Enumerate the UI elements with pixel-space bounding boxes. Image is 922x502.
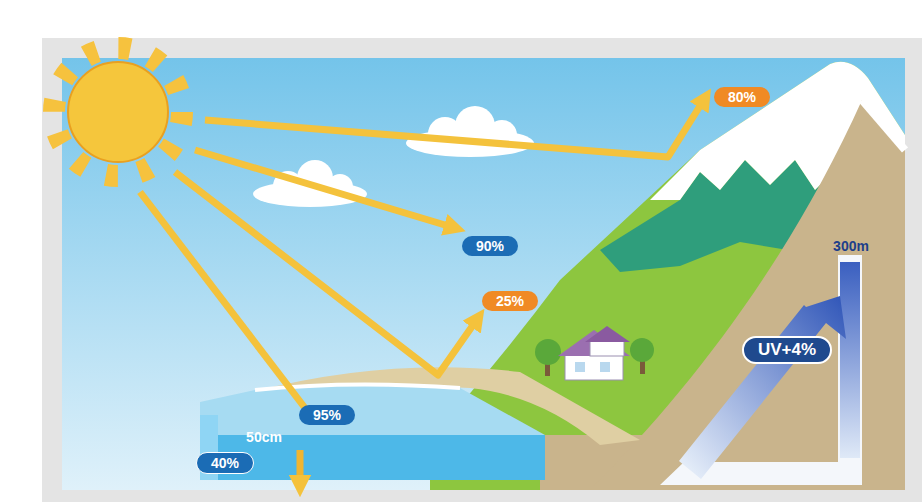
- ray-line: [140, 192, 305, 408]
- percent-value: 80%: [728, 89, 756, 105]
- reflection-arrow: [175, 172, 478, 375]
- reflection-arrow: [205, 98, 705, 157]
- house: [535, 326, 654, 380]
- uv-badge: UV+4%: [742, 336, 832, 364]
- water-surface: [200, 384, 545, 435]
- percent-value: 40%: [211, 455, 239, 471]
- tree-trunk: [640, 360, 645, 374]
- cloud: [406, 106, 534, 157]
- window: [600, 362, 610, 372]
- house-upper: [590, 340, 624, 356]
- sun-disc: [68, 62, 168, 162]
- window: [575, 362, 585, 372]
- percent-badge: 95%: [299, 405, 355, 425]
- percent-value: 25%: [496, 293, 524, 309]
- percent-value: 95%: [313, 407, 341, 423]
- percent-value: UV+4%: [758, 340, 816, 359]
- tree: [630, 338, 654, 362]
- uv-altitude: [660, 255, 862, 485]
- sun: [54, 48, 182, 176]
- snow-section: [862, 100, 905, 150]
- percent-badge: 80%: [714, 87, 770, 107]
- sun-rays-ring: [54, 48, 182, 176]
- house-roof: [558, 330, 630, 356]
- penetration-arrow: [297, 450, 304, 486]
- clouds: [253, 106, 534, 207]
- ground-section: [590, 100, 905, 490]
- altitude-frame: [660, 255, 862, 485]
- percent-badge: 25%: [482, 291, 538, 311]
- altitude-label: 300m: [833, 238, 869, 254]
- house-roof: [585, 326, 630, 342]
- uv-arrow: [679, 296, 846, 479]
- percent-value: 90%: [476, 238, 504, 254]
- sun-rays: [140, 98, 705, 486]
- percent-badge: 90%: [462, 236, 518, 256]
- frame: [42, 38, 922, 502]
- percent-badge: 40%: [196, 452, 254, 474]
- depth-label: 50cm: [246, 429, 282, 445]
- tree: [535, 339, 561, 365]
- altitude-bar: [840, 262, 860, 458]
